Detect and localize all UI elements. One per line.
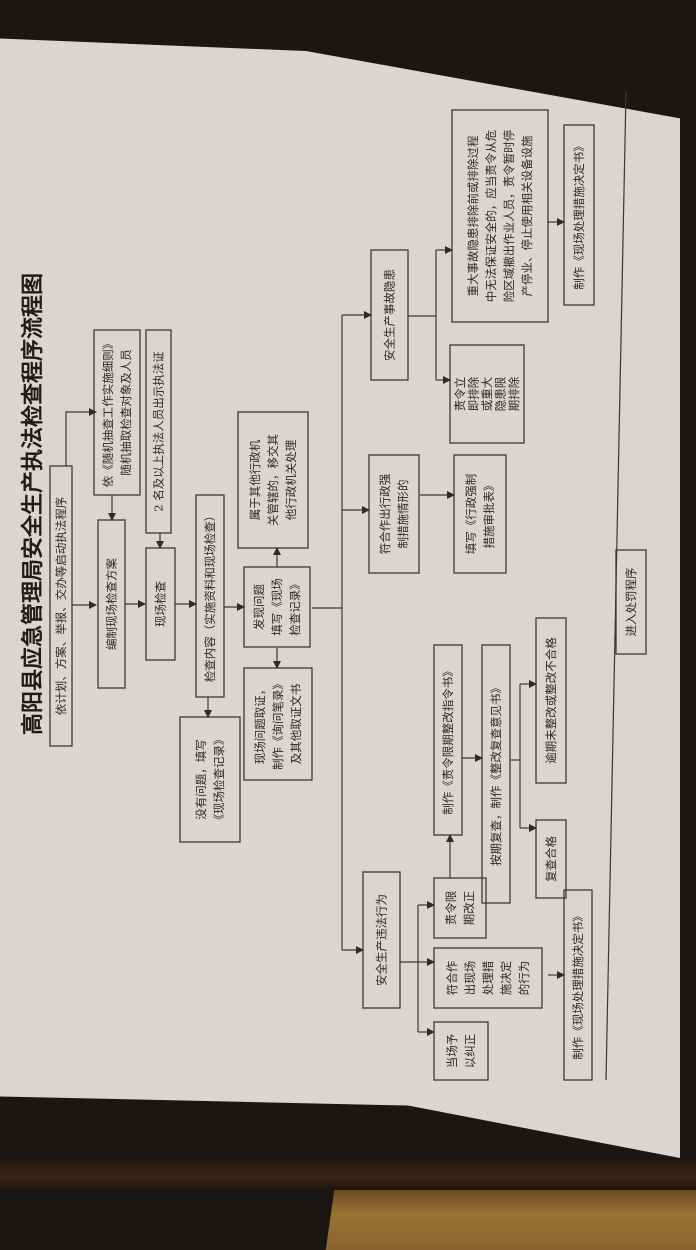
- flow-node-order-doc: 制作《责令限期整改指令书》: [433, 644, 463, 836]
- node-text: 制作《询问笔录》: [271, 678, 285, 770]
- node-text: 即排除: [466, 376, 480, 411]
- node-text: 符合作出行政强: [378, 473, 392, 554]
- node-text: 发现问题: [252, 584, 266, 630]
- node-text: 制作《现场处理措施决定书》: [572, 140, 586, 290]
- flow-node-pass: 复查合格: [535, 819, 567, 899]
- node-text: 复查合格: [544, 836, 558, 882]
- flow-node-found-problem: 发现问题填写《现场检查记录》: [243, 566, 311, 648]
- flow-node-coercive-form: 填写《行政强制措施审批表》: [453, 454, 507, 574]
- node-box: [145, 329, 172, 534]
- node-text: 符合作: [445, 960, 459, 995]
- node-text: 编制现场检查方案: [105, 558, 119, 650]
- node-text: 填写《现场: [270, 578, 284, 636]
- flow-node-credentials: 2 名及以上执法人员出示执法证: [145, 329, 172, 534]
- node-text: 责令立: [453, 377, 467, 412]
- connector: [65, 408, 97, 466]
- node-text: 的行为: [517, 961, 531, 996]
- node-box: [563, 124, 595, 306]
- node-text: 随机抽取检查对象及人员: [119, 349, 133, 476]
- flow-node-no-problem: 没有问题，填写《现场检查记录》: [179, 716, 241, 843]
- node-text: 产停业、停止使用相关设备设施: [520, 135, 534, 296]
- flow-node-major-hazard: 重大事故隐患排除前或排除过程中无法保证安全的，应当责令从危险区域撤出作业人员，责…: [451, 109, 549, 323]
- node-text: 属于其他行政机: [248, 439, 262, 520]
- flow-node-evidence: 现场问题取证， 制作《询问笔录》及其他取证文书: [243, 667, 313, 781]
- flow-node-order-remove: 责令立即排除或重大隐患限期排除: [449, 344, 525, 444]
- paper-sheet: [0, 38, 680, 1158]
- flow-node-recheck: 按期复查，制作《整改复查意见书》: [481, 644, 511, 904]
- node-text: 他行政机关处理: [284, 439, 298, 520]
- node-text: 或重大: [480, 376, 494, 411]
- node-text: 关管辖的，移交其: [266, 434, 280, 526]
- node-box: [433, 947, 543, 1009]
- node-text: 逾期未整改或整改不合格: [544, 637, 558, 764]
- node-text: 以纠正: [463, 1034, 477, 1069]
- node-text: 隐患限: [494, 376, 508, 411]
- flow-node-decision-b: 制作《现场处理措施决定书》: [563, 889, 593, 1081]
- node-text: 重大事故隐患排除前或排除过程: [466, 135, 480, 296]
- flow-node-start: 依计划、方案、举报、交办等启动执法程序: [49, 465, 73, 747]
- node-box: [563, 889, 593, 1081]
- node-text: 制措施情形的: [396, 480, 410, 549]
- node-box: [368, 454, 420, 574]
- node-box: [362, 871, 401, 1009]
- node-box: [195, 494, 225, 698]
- node-text: 施决定: [499, 960, 513, 995]
- node-text: 安全生产事故隐患: [383, 269, 397, 361]
- flow-node-onsite-measure: 符合作出现场处理措施决定的行为: [433, 947, 543, 1009]
- node-box: [433, 877, 487, 939]
- node-text: 进入处罚程序: [624, 568, 638, 637]
- frame-line: [605, 91, 627, 1081]
- node-text: 现场问题取证，: [253, 684, 267, 765]
- node-text: 期改正: [462, 891, 476, 926]
- node-box: [433, 1021, 489, 1081]
- node-text: 没有问题，填写: [194, 739, 208, 820]
- node-box: [535, 617, 567, 784]
- node-box: [179, 716, 241, 843]
- node-text: 2 名及以上执法人员出示执法证: [152, 351, 166, 512]
- node-text: 现场检查: [154, 581, 168, 627]
- node-box: [535, 819, 567, 899]
- flow-node-decision-a: 制作《现场处理措施决定书》: [563, 124, 595, 306]
- node-text: 出现场: [463, 961, 477, 996]
- node-box: [453, 454, 507, 574]
- node-text: 检查记录》: [288, 578, 302, 636]
- node-text: 安全生产违法行为: [375, 894, 389, 986]
- node-text: 处理措: [481, 960, 495, 995]
- node-text: 措施审批表》: [482, 480, 496, 549]
- node-text: 及其他取证文书: [289, 684, 303, 765]
- desk-shadow: [0, 1160, 696, 1190]
- flow-node-violation: 安全生产违法行为: [362, 871, 401, 1009]
- flow-node-plan: 编制现场检查方案: [97, 519, 126, 689]
- node-text: 期排除: [507, 376, 521, 411]
- node-text: 制作《现场处理措施决定书》: [571, 910, 585, 1060]
- flow-node-penalty: 进入处罚程序: [615, 549, 647, 655]
- node-text: 《现场检查记录》: [212, 734, 226, 826]
- flow-node-coercive: 符合作出行政强制措施情形的: [368, 454, 420, 574]
- flow-node-content: 检查内容（实施资料和现场检查）: [195, 494, 225, 698]
- node-box: [481, 644, 511, 904]
- node-text: 检查内容（实施资料和现场检查）: [203, 510, 217, 683]
- flow-node-deadline: 责令限期改正: [433, 877, 487, 939]
- node-text: 责令限: [444, 890, 458, 925]
- flow-node-fail: 逾期未整改或整改不合格: [535, 617, 567, 784]
- flow-node-transfer: 属于其他行政机关管辖的，移交其他行政机关处理: [237, 411, 309, 549]
- node-text: 当场予: [445, 1034, 459, 1069]
- document-title: 高阳县应急管理局安全生产执法检查程序流程图: [20, 273, 46, 735]
- node-text: 依《随机抽查工作实施细则》: [101, 338, 115, 488]
- flow-node-correct-now: 当场予以纠正: [433, 1021, 489, 1081]
- node-text: 按期复查，制作《整改复查意见书》: [489, 682, 503, 866]
- flow-node-random-rule: 依《随机抽查工作实施细则》随机抽取检查对象及人员: [93, 329, 141, 496]
- node-box: [49, 465, 73, 747]
- node-text: 依计划、方案、举报、交办等启动执法程序: [54, 497, 68, 716]
- node-box: [449, 344, 525, 444]
- node-text: 中无法保证安全的，应当责令从危: [484, 129, 498, 302]
- node-text: 填写《行政强制: [464, 474, 478, 555]
- node-box: [451, 109, 549, 323]
- node-text: 制作《责令限期整改指令书》: [441, 665, 455, 815]
- node-text: 险区域撤出作业人员，责令暂时停: [502, 130, 516, 303]
- flow-node-hazard: 安全生产事故隐患: [370, 249, 409, 381]
- flow-node-onsite: 现场检查: [145, 547, 176, 661]
